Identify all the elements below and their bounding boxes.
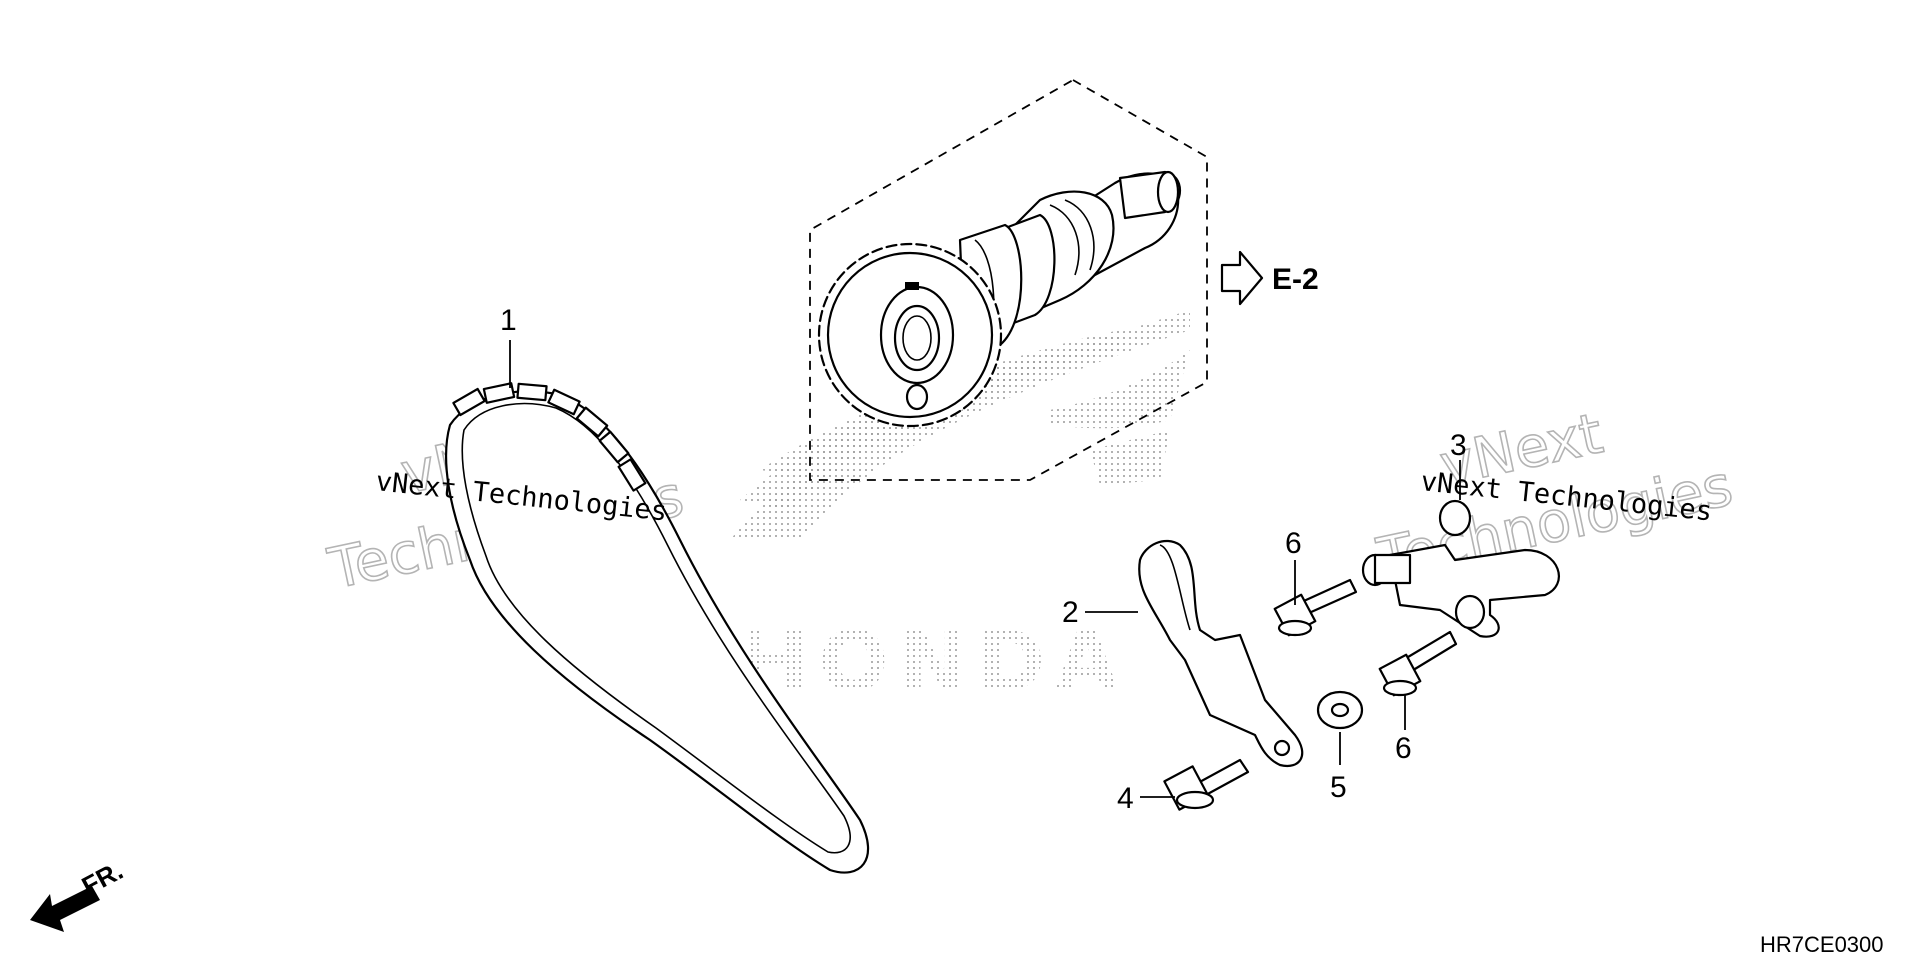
tensioner-lifter xyxy=(1361,499,1560,638)
callout-6-lower: 6 xyxy=(1395,732,1412,765)
e2-reference-arrow: E-2 xyxy=(1220,250,1319,306)
chain-links-icon xyxy=(452,382,647,492)
bolt-6-upper xyxy=(1273,578,1358,637)
tensioner-arm xyxy=(1138,539,1304,768)
callout-2: 2 xyxy=(1062,596,1079,629)
washer-5 xyxy=(1316,690,1364,730)
diagram-code: HR7CE0300 xyxy=(1760,932,1884,957)
bolt-6-lower xyxy=(1378,630,1458,697)
camshaft-assembly xyxy=(817,170,1181,428)
cam-chain xyxy=(444,382,870,874)
callout-3: 3 xyxy=(1450,429,1467,462)
callout-4: 4 xyxy=(1117,782,1134,815)
cam-sprocket-icon xyxy=(817,242,1003,428)
honda-logo-text: HONDA xyxy=(740,615,1129,710)
honda-wing-logo-watermark: HONDA xyxy=(730,310,1190,710)
front-direction-arrow: FR. xyxy=(30,855,128,932)
callout-6-upper: 6 xyxy=(1285,527,1302,560)
camshaft-reference-box xyxy=(809,78,1208,481)
bolt-4 xyxy=(1163,758,1250,811)
callout-5: 5 xyxy=(1330,771,1347,804)
e2-reference-label: E-2 xyxy=(1272,263,1319,296)
leader-lines xyxy=(509,340,1461,798)
callout-1: 1 xyxy=(500,304,517,337)
